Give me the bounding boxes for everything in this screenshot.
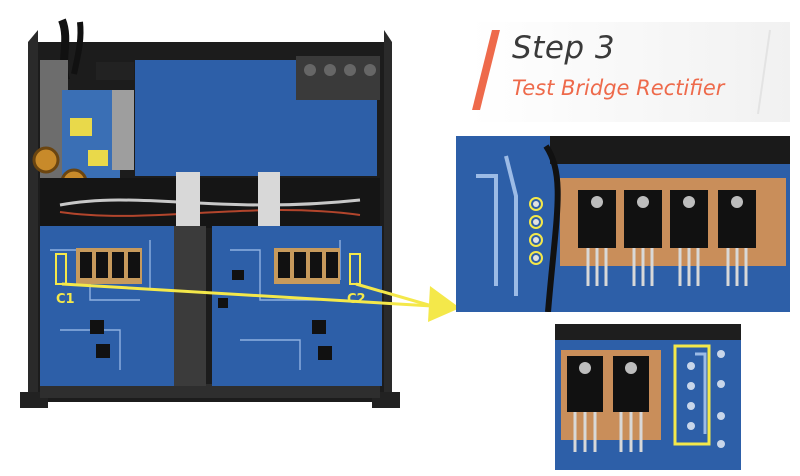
- zoom-black-wire: [543, 144, 561, 312]
- zoom-rectifier-pads-closeup: [555, 324, 741, 470]
- pad-highlight-circle: [529, 197, 543, 211]
- center-cable-strip: [174, 226, 206, 386]
- step-header-backdrop: [470, 22, 790, 122]
- toroid-inductor: [32, 146, 60, 174]
- chassis-bottom-rail: [40, 384, 380, 398]
- pad-highlight-circle: [529, 233, 543, 247]
- step-title: Step 3: [512, 30, 616, 66]
- chassis-left-ear: [28, 30, 38, 402]
- zoom-transistor-closeup: [456, 136, 790, 312]
- step-subtitle: Test Bridge Rectifier: [512, 76, 725, 100]
- amplifier-internal-photo: [20, 18, 400, 408]
- pad-highlight-circle: [529, 215, 543, 229]
- heat-sink-top: [112, 90, 134, 170]
- c1-highlight-box: [55, 253, 67, 285]
- chassis-right-ear: [384, 30, 392, 402]
- pad-highlight-circle: [529, 251, 543, 265]
- label-c1: C1: [56, 292, 75, 307]
- rectifier-highlight-box: [673, 344, 711, 446]
- label-c2: C2: [347, 292, 366, 307]
